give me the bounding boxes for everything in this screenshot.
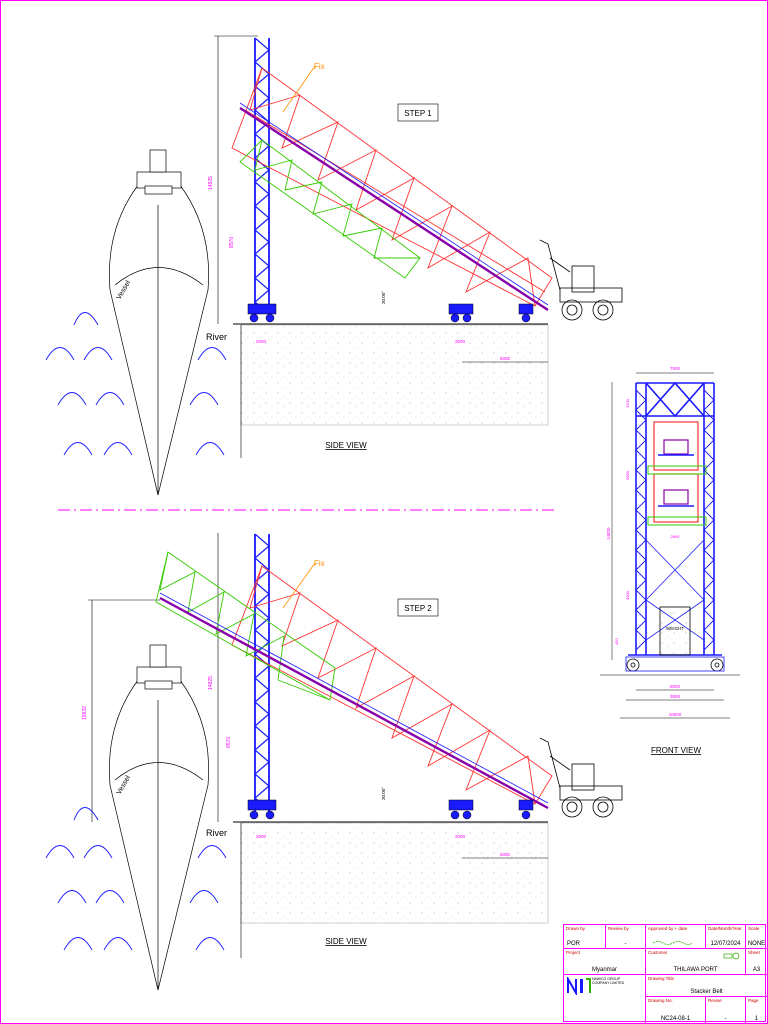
step2-view-label: SIDE VIEW: [325, 937, 367, 946]
step2-bogies: [247, 799, 534, 820]
step1-vessel: [109, 149, 209, 496]
ground-hatch: [240, 822, 549, 924]
step2-inner-boom: [155, 551, 336, 701]
front-h-dim: 14820: [606, 527, 611, 540]
front-b-dim: 6000: [625, 470, 630, 480]
front-w4-dim: 10000: [669, 712, 682, 717]
company-name: NAWICO GROUP COMPANY LIMITED: [592, 977, 625, 985]
front-counterweight: WEIGHT: [659, 606, 691, 656]
drawn-by: POR: [567, 941, 581, 947]
front-view: 7500 14820 1500 6000 4000 450 28: [600, 366, 740, 755]
step2-river-label: River: [206, 828, 227, 838]
front-top-dim: 7500: [670, 366, 681, 371]
review-by-cell: Review by-: [606, 925, 646, 949]
front-a-dim: 1500: [625, 398, 630, 408]
page: 1: [754, 1016, 759, 1022]
step1-bogies: [247, 303, 534, 323]
front-w3-dim: 8000: [670, 684, 681, 689]
front-w2-dim: 3800: [670, 694, 681, 699]
drawing-title: Stacker Belt: [690, 989, 723, 995]
company-logo-icon: [567, 977, 591, 995]
sheet: A3: [752, 967, 761, 973]
front-hopper: [647, 421, 707, 526]
step2-d3: 6000: [500, 852, 511, 857]
front-c-dim: 4000: [625, 590, 630, 600]
review-by: -: [624, 941, 627, 947]
step2-fix-label: Fix: [314, 559, 325, 568]
step1-fix-label: Fix: [314, 62, 325, 71]
step1-waves: [45, 312, 227, 456]
step1-side-view: 14825 8570 Fix STEP 1: [45, 35, 623, 496]
revise: -: [724, 1016, 727, 1022]
step1-d3: 6000: [500, 356, 511, 361]
projection-symbol-icon: [723, 952, 740, 960]
front-d-dim: 450: [614, 638, 619, 645]
approved-cell: Approved by + date: [646, 925, 706, 949]
step2-waves: [45, 807, 227, 951]
step2-side-view: 15932 14825 8570 Fix STEP 2: [45, 533, 623, 991]
step1-d1: 2000: [256, 339, 267, 344]
step1-view-label: SIDE VIEW: [325, 441, 367, 450]
ground-hatch: [240, 324, 549, 426]
step2-label: STEP 2: [404, 604, 432, 613]
step1-river-label: River: [206, 332, 227, 342]
drawing-no: NC24-08-1: [660, 1016, 691, 1022]
customer: THILAWA PORT: [673, 967, 718, 973]
step2-vessel: [109, 644, 209, 991]
step1-wheel-loader: [539, 239, 623, 321]
company-cell: NAWICO GROUP COMPANY LIMITED: [564, 975, 646, 1023]
project: Myanmar: [591, 967, 617, 973]
step1-inner-boom: [239, 139, 421, 279]
front-view-label: FRONT VIEW: [651, 746, 702, 755]
step2-d1: 2000: [256, 834, 267, 839]
step1-h2-dim: 8570: [229, 237, 235, 248]
date: 12/07/2024: [710, 941, 741, 947]
step1-slope: 30.00°: [381, 291, 386, 304]
step2-tower: [254, 533, 270, 814]
step2-slope: 30.00°: [381, 787, 386, 800]
step2-d2: 2000: [455, 834, 466, 839]
step1-label: STEP 1: [404, 109, 432, 118]
step2-truss: [231, 565, 553, 805]
scale: NONE: [747, 941, 766, 947]
front-frame: [628, 381, 722, 656]
front-w1-dim: 2800: [671, 534, 681, 539]
step2-wheel-loader: [539, 737, 623, 818]
step2-outer-dim: 15932: [82, 706, 88, 720]
step1-height-dim: 14825: [208, 176, 214, 190]
svg-text:WEIGHT: WEIGHT: [666, 626, 684, 631]
step2-height-dim: 14825: [208, 676, 214, 690]
step2-h2-dim: 8570: [226, 737, 232, 748]
step1-d2: 2000: [455, 339, 466, 344]
revise-cell: Revise-: [706, 997, 746, 1023]
drawing-no-cell: Drawing No.NC24-08-1: [646, 997, 706, 1023]
step1-truss: [231, 67, 553, 307]
front-wheels: [625, 656, 725, 672]
